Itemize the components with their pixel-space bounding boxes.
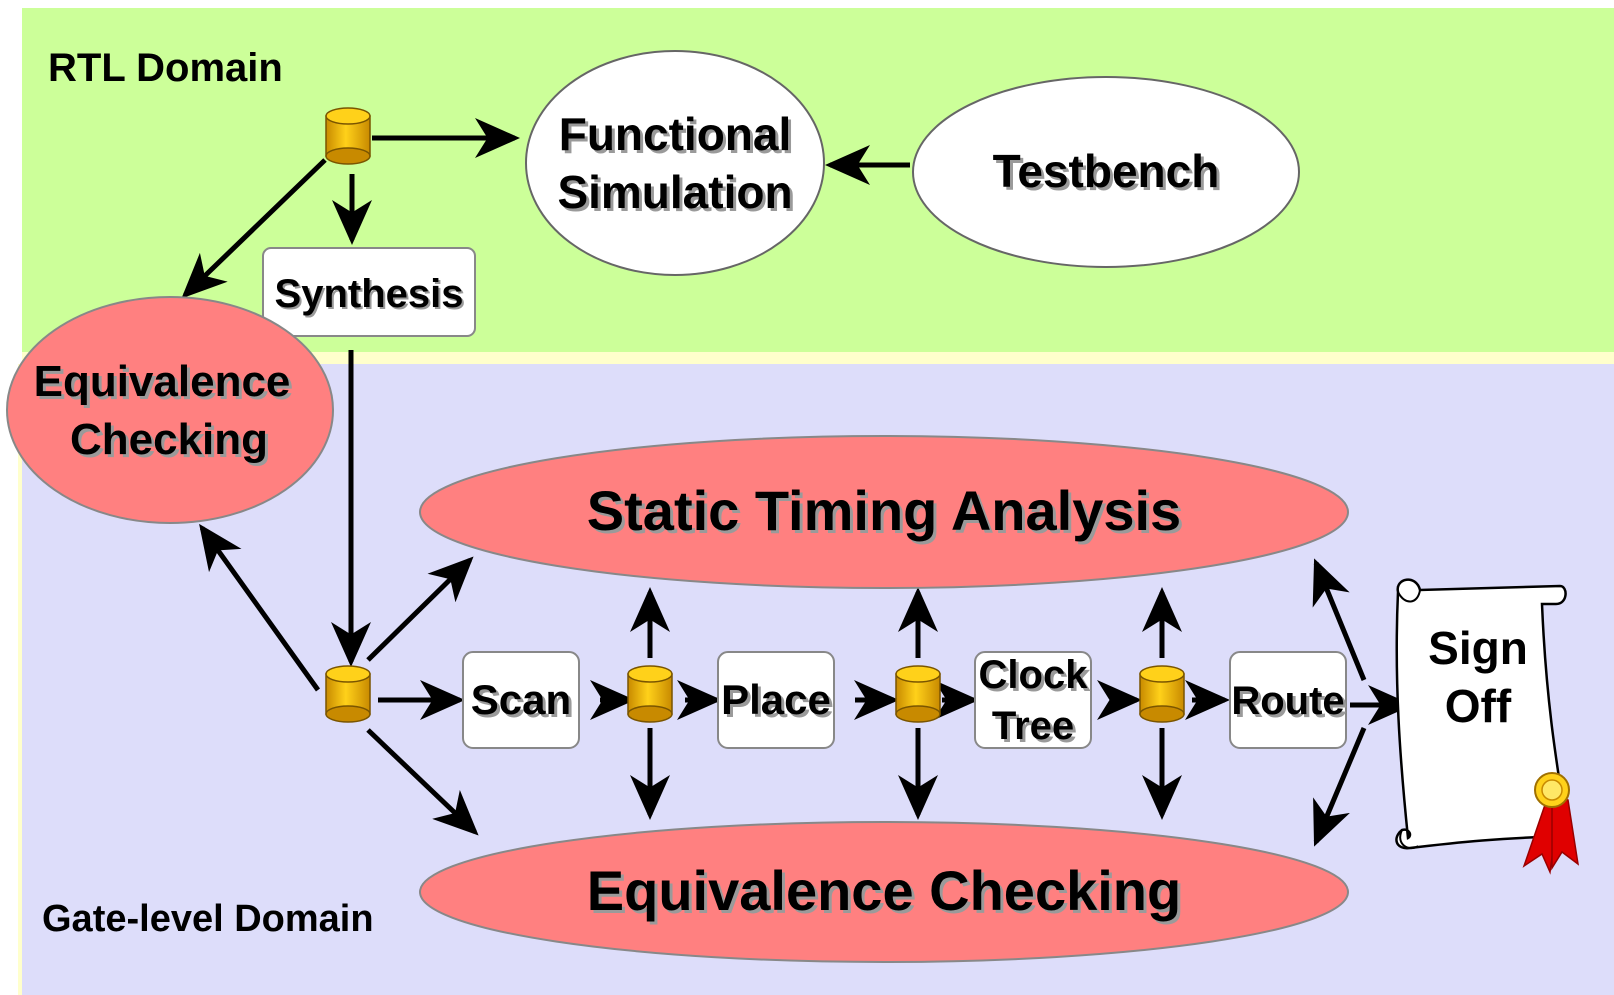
svg-text:Synthesis: Synthesis (277, 274, 466, 318)
sign-off-label-line2: Off (1445, 680, 1512, 732)
arrow-gate-db-to-gate-equivalence (366, 728, 479, 836)
place-step: Place Place (717, 651, 835, 749)
arrow-route-to-sta (1312, 558, 1367, 681)
sign-off-scroll: Sign Off (1395, 578, 1580, 875)
arrow-rtl-db-to-equivalence (181, 158, 327, 299)
arrow-gate-db-to-equivalence (199, 523, 321, 692)
synthesis-label: Synthesis (275, 272, 464, 316)
svg-text:Checking: Checking (73, 418, 271, 467)
testbench-node: Testbench Testbench (912, 76, 1300, 268)
gate-domain-left-edge (18, 364, 22, 995)
route-label: Route (1231, 679, 1344, 723)
svg-text:Tree: Tree (995, 707, 1077, 751)
static-timing-analysis-node: Static Timing Analysis Static Timing Ana… (419, 435, 1349, 589)
clock-tree-label-line1: Clock (979, 653, 1089, 697)
testbench-label: Testbench (993, 145, 1220, 197)
place-label: Place (721, 676, 831, 723)
svg-text:Clock: Clock (982, 656, 1092, 700)
sign-off-label-line1: Sign (1428, 622, 1528, 674)
scan-label: Scan (471, 676, 571, 723)
domain-divider (22, 352, 1614, 364)
rtl-equivalence-label-line1: Equivalence (34, 357, 291, 406)
synthesis-node: Synthesis Synthesis (262, 247, 476, 337)
rtl-equivalence-checking-node: Equivalence Equivalence Checking Checkin… (6, 296, 334, 524)
arrow-route-to-gate-equivalence (1313, 727, 1367, 847)
scan-database-icon (627, 665, 673, 723)
gate-equivalence-checking-node: Equivalence Checking Equivalence Checkin… (419, 821, 1349, 963)
svg-text:Equivalence Checking: Equivalence Checking (590, 862, 1184, 925)
svg-text:Place: Place (724, 679, 834, 726)
award-ribbon-icon (1522, 772, 1580, 875)
gate-domain-title: Gate-level Domain (42, 898, 374, 940)
svg-text:Equivalence: Equivalence (37, 360, 294, 409)
scroll-paper-icon (1395, 578, 1570, 850)
rtl-equivalence-label-line2: Checking (70, 415, 268, 464)
functional-simulation-label-line1: Functional (559, 108, 792, 160)
functional-simulation-label-line2: Simulation (557, 166, 792, 218)
svg-text:Static Timing Analysis: Static Timing Analysis (590, 482, 1184, 545)
arrow-gate-db-to-sta (366, 556, 474, 662)
rtl-database-icon (325, 107, 371, 165)
gate-equivalence-checking-label: Equivalence Checking (587, 859, 1181, 922)
scan-step: Scan Scan (462, 651, 580, 749)
gate-database-icon (325, 665, 371, 723)
svg-text:Route: Route (1234, 682, 1347, 726)
clock-tree-step: Clock Clock Tree Tree (974, 651, 1092, 751)
svg-text:Testbench: Testbench (996, 148, 1223, 200)
functional-simulation-node: Functional Functional Simulation Simulat… (525, 50, 825, 276)
clock-tree-label-line2: Tree (992, 704, 1074, 748)
static-timing-analysis-label: Static Timing Analysis (587, 479, 1181, 542)
svg-text:Simulation: Simulation (560, 169, 795, 221)
place-database-icon (895, 665, 941, 723)
svg-text:Scan: Scan (474, 679, 574, 726)
clock-tree-database-icon (1139, 665, 1185, 723)
flow-arrows (181, 118, 1413, 847)
svg-text:Functional: Functional (562, 111, 795, 163)
rtl-domain-title: RTL Domain (48, 46, 283, 90)
route-step: Route Route (1229, 651, 1348, 749)
